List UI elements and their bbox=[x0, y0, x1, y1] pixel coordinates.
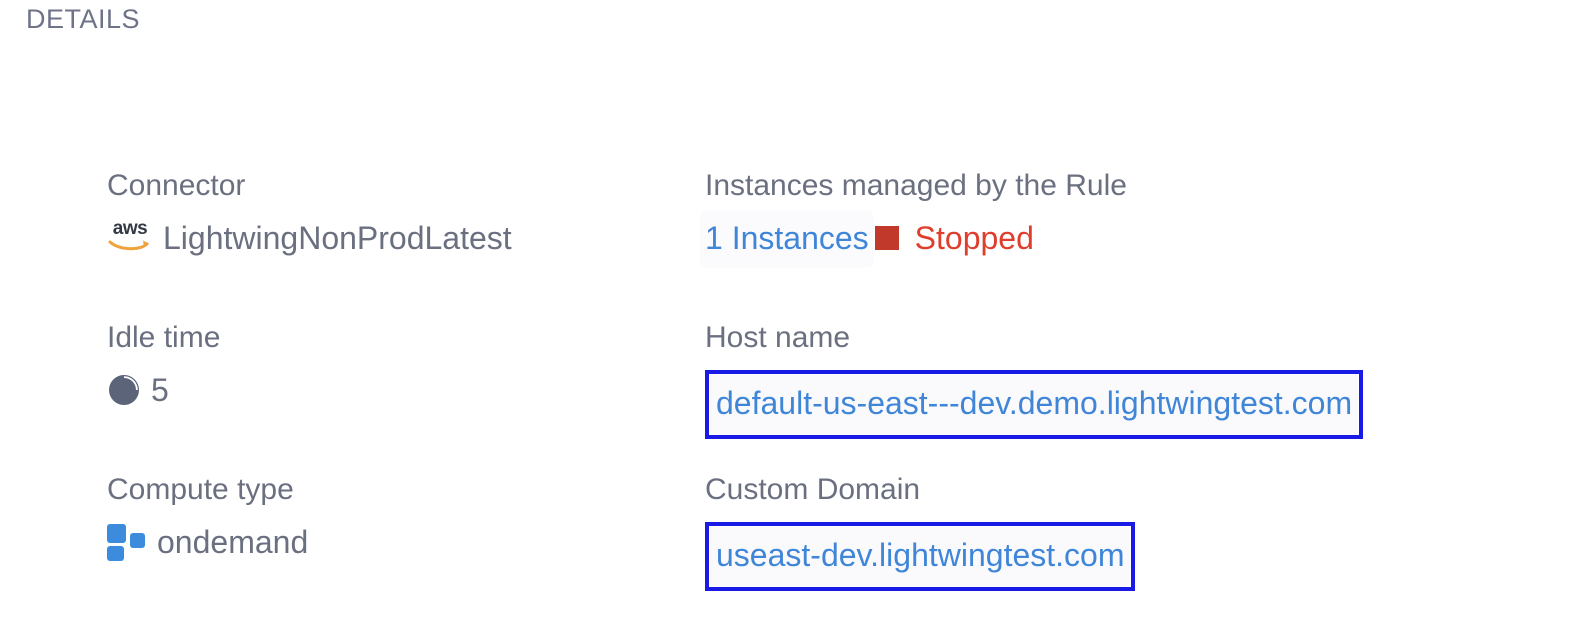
host-name-value: default-us-east---dev.demo.lightwingtest… bbox=[705, 370, 1364, 439]
aws-wordmark: aws bbox=[112, 218, 148, 239]
custom-domain-link[interactable]: useast-dev.lightwingtest.com bbox=[710, 527, 1131, 586]
custom-domain-highlight: useast-dev.lightwingtest.com bbox=[705, 522, 1136, 591]
field-idle-time: Idle time 5 bbox=[107, 320, 220, 410]
instances-count-link[interactable]: 1 Instances bbox=[701, 211, 873, 267]
compute-block-2 bbox=[130, 533, 145, 548]
compute-blocks-icon bbox=[107, 524, 147, 561]
instances-label: Instances managed by the Rule bbox=[705, 169, 1127, 202]
field-instances: Instances managed by the Rule 1 Instance… bbox=[701, 168, 1127, 267]
compute-block-3 bbox=[107, 546, 124, 561]
field-connector: Connector aws LightwingNonProdLatest bbox=[107, 168, 512, 258]
host-name-link[interactable]: default-us-east---dev.demo.lightwingtest… bbox=[710, 375, 1359, 434]
details-grid: Connector aws LightwingNonProdLatest Ins… bbox=[0, 168, 1596, 624]
custom-domain-value: useast-dev.lightwingtest.com bbox=[705, 522, 1136, 591]
compute-type-value: ondemand bbox=[107, 522, 308, 562]
aws-icon: aws bbox=[107, 218, 153, 255]
details-row: Compute type ondemand Custom Domain usea… bbox=[0, 472, 1596, 624]
section-title: DETAILS bbox=[26, 4, 141, 34]
aws-smile-icon bbox=[108, 240, 149, 251]
idle-time-label: Idle time bbox=[107, 321, 221, 354]
idle-time-value: 5 bbox=[107, 370, 220, 410]
connector-label: Connector bbox=[107, 169, 246, 202]
connector-value: aws LightwingNonProdLatest bbox=[107, 218, 512, 258]
custom-domain-label: Custom Domain bbox=[705, 473, 921, 506]
idle-time-number: 5 bbox=[151, 372, 169, 408]
clock-icon bbox=[109, 375, 139, 405]
field-custom-domain: Custom Domain useast-dev.lightwingtest.c… bbox=[705, 472, 1136, 591]
host-name-highlight: default-us-east---dev.demo.lightwingtest… bbox=[705, 370, 1364, 439]
stopped-square-icon bbox=[874, 226, 899, 250]
details-row: Idle time 5 Host name bbox=[0, 320, 1596, 472]
connector-name: LightwingNonProdLatest bbox=[163, 220, 512, 256]
compute-type-label: Compute type bbox=[107, 473, 294, 506]
host-name-label: Host name bbox=[705, 321, 851, 354]
status-badge: Stopped bbox=[914, 220, 1034, 256]
details-row: Connector aws LightwingNonProdLatest Ins… bbox=[0, 168, 1596, 320]
field-host-name: Host name default-us-east---dev.demo.lig… bbox=[705, 320, 1364, 439]
instances-value: 1 Instances Stopped bbox=[701, 211, 1127, 267]
compute-type-name: ondemand bbox=[157, 524, 309, 560]
compute-block-1 bbox=[107, 524, 126, 543]
field-compute-type: Compute type ondemand bbox=[107, 472, 308, 562]
